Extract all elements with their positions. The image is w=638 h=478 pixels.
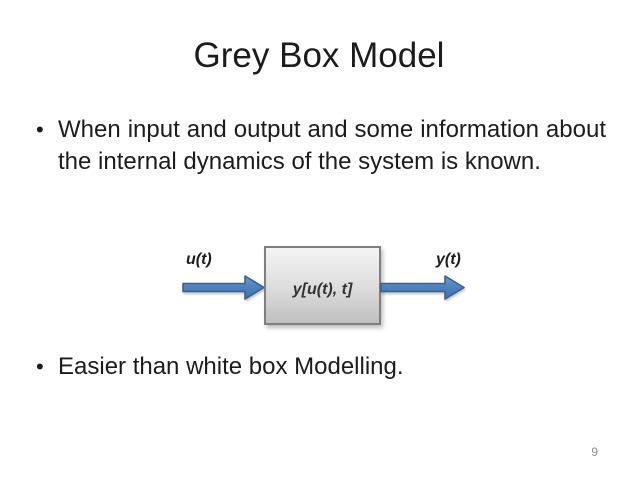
slide-title: Grey Box Model: [193, 36, 445, 75]
diagram-output-label: y(t): [436, 251, 461, 268]
process-box: y[u(t), t]: [264, 246, 381, 325]
process-box-label: y[u(t), t]: [292, 280, 353, 298]
bullet-dot: •: [36, 117, 44, 142]
bullet-item-1: • When input and output and some informa…: [36, 114, 606, 178]
bullet-item-2: • Easier than white box Modelling.: [36, 351, 606, 383]
bullet-text-1: When input and output and some informati…: [58, 116, 606, 175]
output-arrow-icon: [380, 275, 465, 300]
input-arrow-icon: [182, 275, 265, 300]
diagram-input-label: u(t): [186, 251, 212, 268]
bullet-text-2: Easier than white box Modelling.: [58, 353, 404, 380]
bullet-dot: •: [36, 354, 44, 379]
page-number: 9: [591, 445, 598, 459]
